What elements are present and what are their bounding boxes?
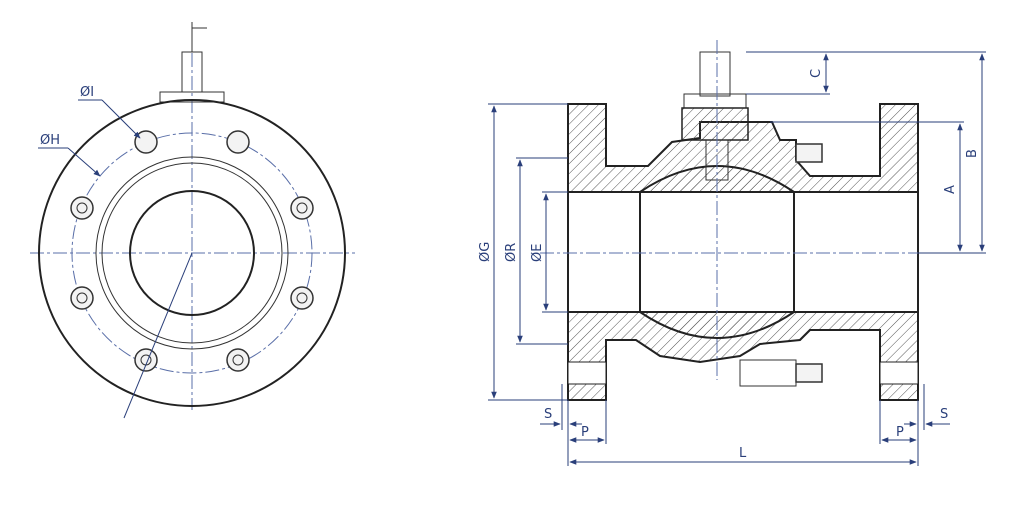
section-stem [699, 51, 731, 97]
front-view: ØI ØH [30, 22, 355, 419]
bolt-hole [70, 196, 94, 220]
dim-dia-r: ØR [504, 243, 519, 262]
front-bolt-holes [70, 130, 314, 372]
dim-l: L [739, 446, 747, 461]
dimensions: ØG ØR ØE C A B S S P P L [478, 51, 986, 466]
bolt-hole [290, 196, 314, 220]
bolt-hole [226, 348, 250, 372]
bolt-hole [290, 286, 314, 310]
dim-dia-e: ØE [530, 244, 545, 262]
dim-s-right: S [940, 407, 948, 422]
bolt-hole [70, 286, 94, 310]
front-bore [129, 190, 255, 316]
section-bore [567, 191, 919, 313]
dim-dia-g: ØG [478, 242, 493, 262]
dim-s-left: S [544, 407, 552, 422]
dim-dia-h: ØH [40, 133, 60, 148]
dim-b: B [965, 149, 980, 158]
bolt-hole [226, 130, 250, 154]
front-diameter-leader [123, 252, 193, 419]
raised-face [95, 156, 289, 350]
section-packing [681, 107, 749, 141]
bolt-hole [134, 130, 158, 154]
body-bolt-top [795, 143, 823, 163]
section-view [540, 40, 960, 401]
dim-dia-i: ØI [80, 85, 94, 100]
bolt-circle [71, 132, 313, 374]
front-gland [159, 91, 225, 103]
dim-a: A [943, 185, 958, 194]
body-bolt-bottom [795, 363, 823, 383]
dim-p-left: P [581, 425, 589, 440]
front-flange-outer [38, 99, 346, 407]
dim-c: C [809, 69, 824, 78]
body-section-top [567, 103, 919, 193]
dim-p-right: P [896, 425, 904, 440]
bolt-hole [134, 348, 158, 372]
